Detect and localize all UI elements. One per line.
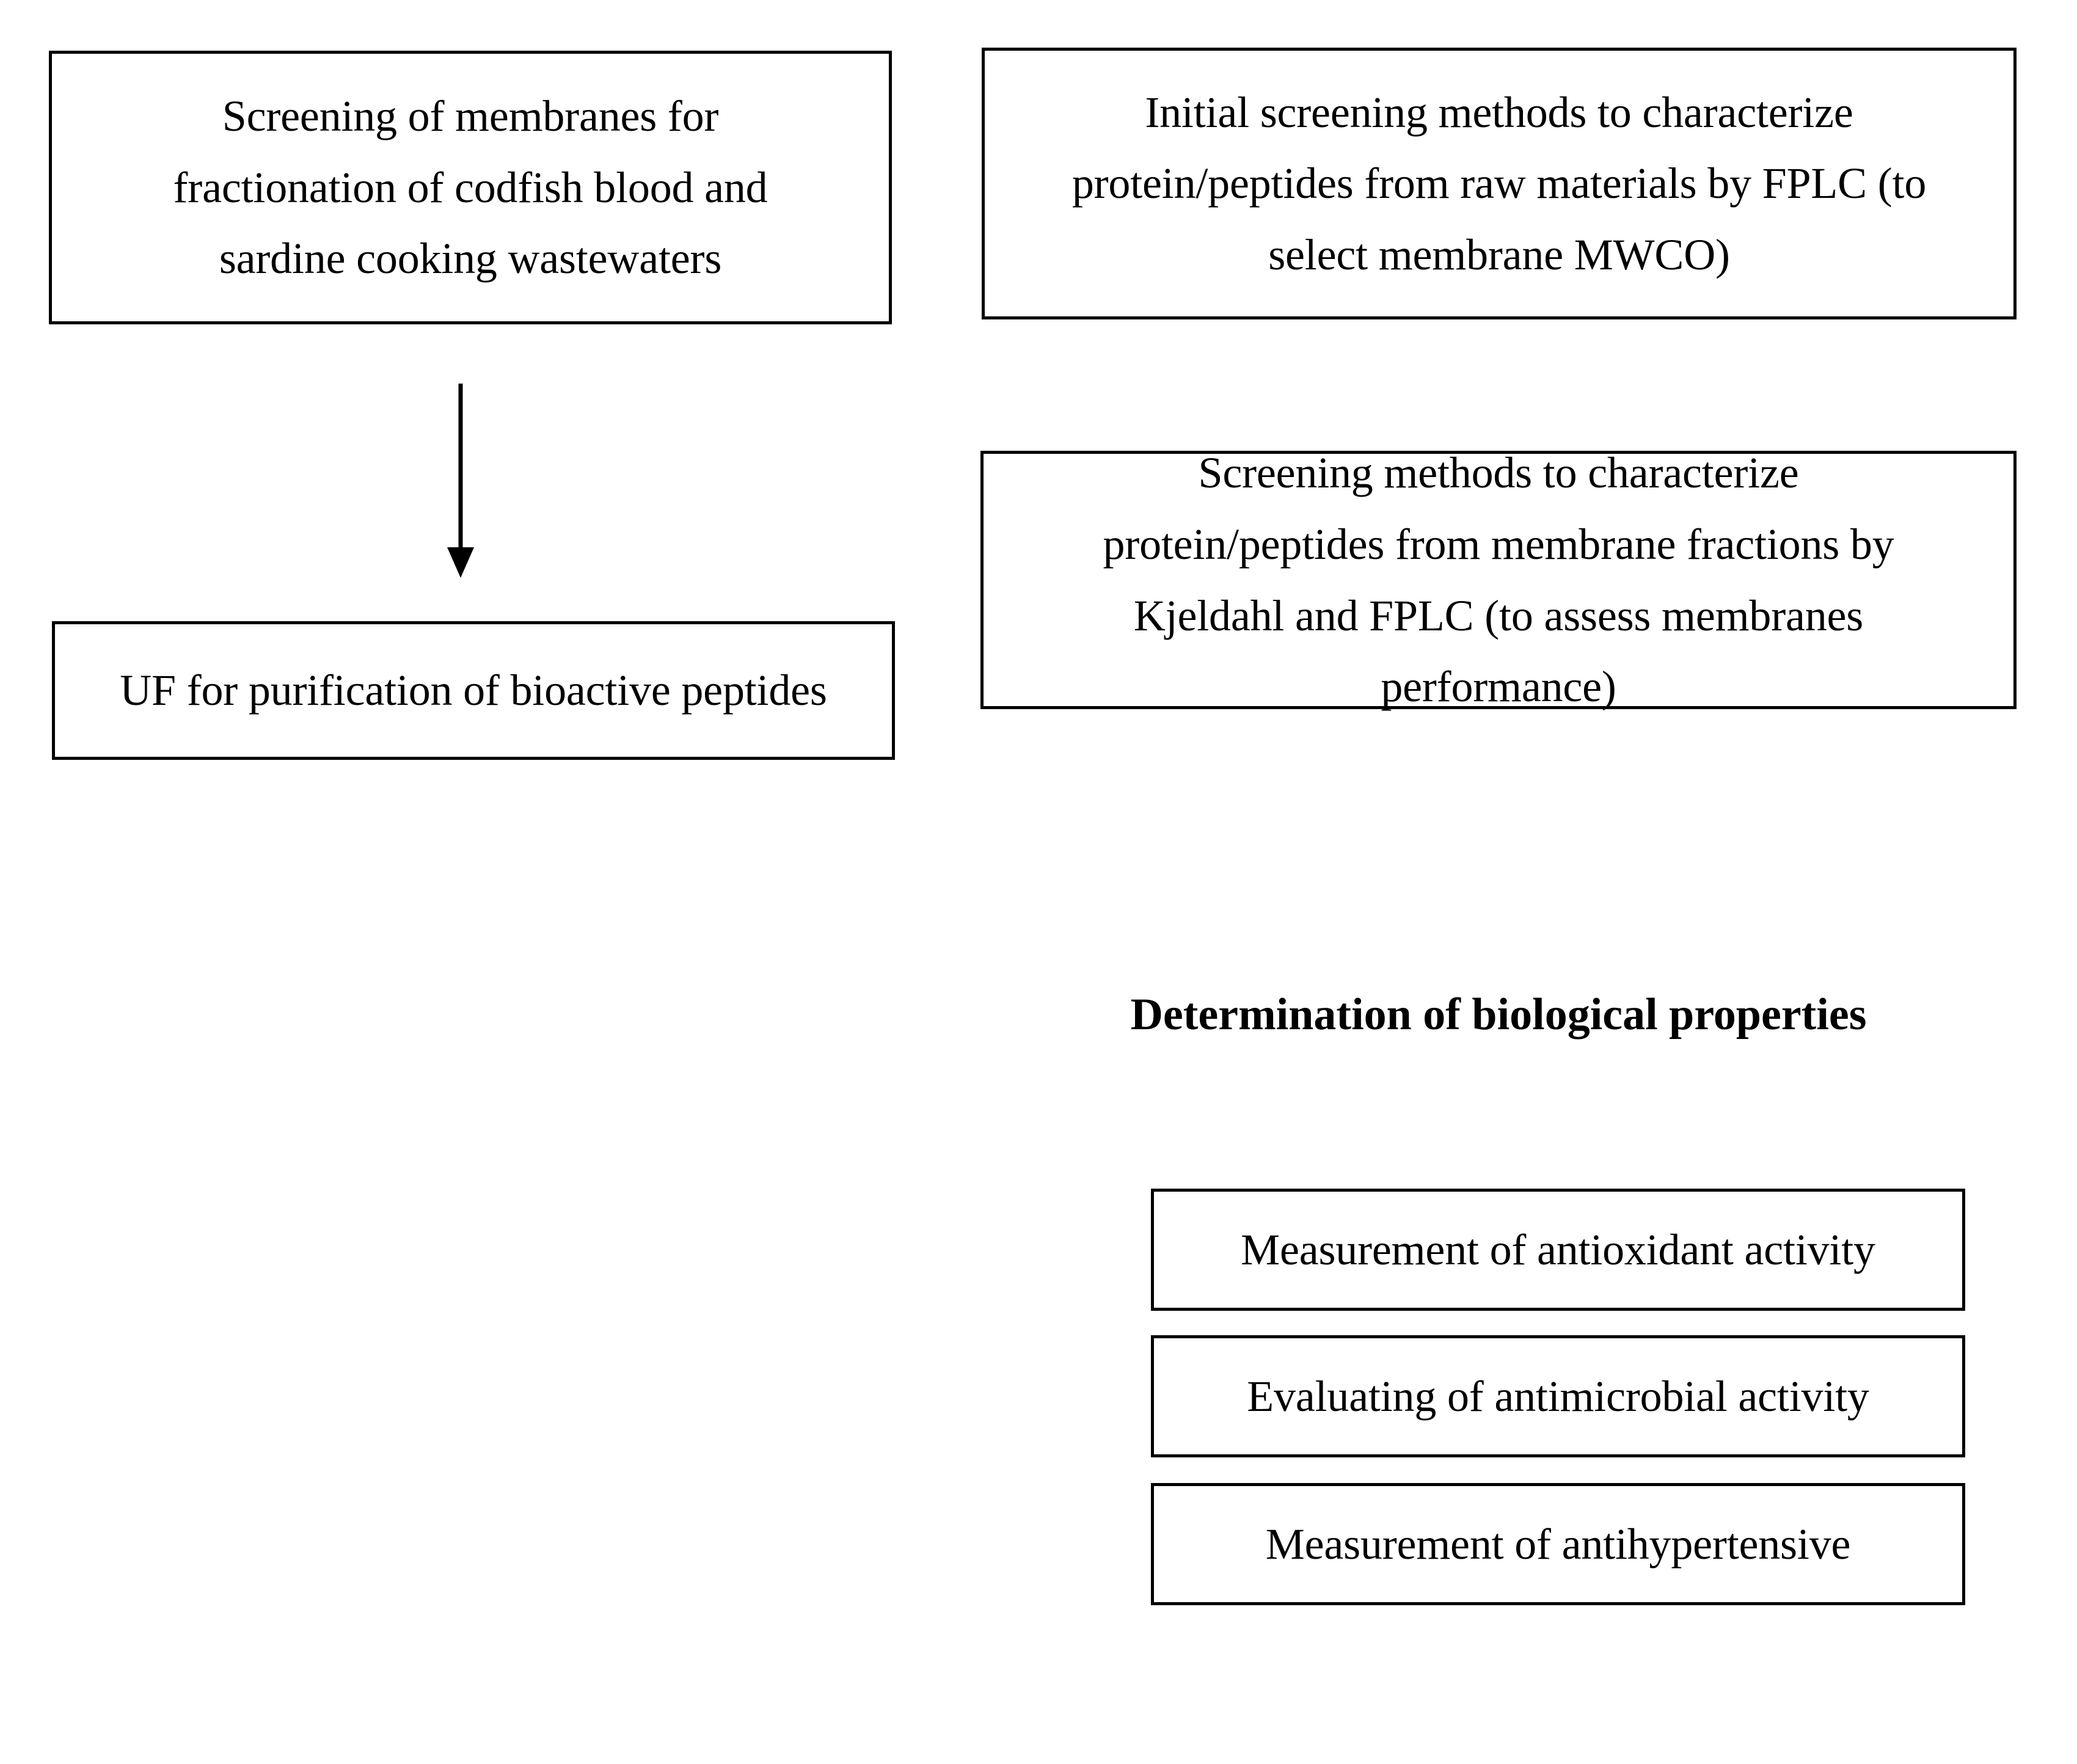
arrow-down-icon <box>447 384 475 579</box>
node-text-line: protein/peptides from raw materials by F… <box>1071 159 1927 208</box>
node-initial-screening-methods[interactable]: Initial screening methods to characteriz… <box>982 48 2017 319</box>
node-measurement-antioxidant-activity[interactable]: Measurement of antioxidant activity <box>1151 1189 1965 1311</box>
node-screening-membranes[interactable]: Screening of membranes for fractionation… <box>49 51 892 324</box>
node-uf-purification[interactable]: UF for purification of bioactive peptide… <box>52 621 895 760</box>
node-text-line: Measurement of antioxidant activity <box>1241 1225 1875 1274</box>
node-text-line: sardine cooking wastewaters <box>219 234 722 283</box>
node-text-line: UF for purification of bioactive peptide… <box>120 666 827 715</box>
node-text-line: Initial screening methods to characteriz… <box>1145 87 1853 137</box>
node-text-line: Screening methods to characterize <box>1198 448 1799 498</box>
node-text-line: Screening of membranes for <box>222 92 719 141</box>
node-text-line: Evaluating of antimicrobial activity <box>1247 1371 1869 1421</box>
node-evaluating-antimicrobial-activity[interactable]: Evaluating of antimicrobial activity <box>1151 1335 1965 1457</box>
node-measurement-antihypertensive[interactable]: Measurement of antihypertensive <box>1151 1483 1965 1605</box>
node-text-line: protein/peptides from membrane fractions… <box>1103 519 1894 569</box>
node-screening-methods-fractions[interactable]: Screening methods to characterize protei… <box>980 448 2017 711</box>
section-heading-biological-properties: Determination of biological properties <box>1130 990 1867 1040</box>
node-text-line: performance) <box>1381 662 1616 712</box>
node-text-line: select membrane MWCO) <box>1268 230 1730 279</box>
node-text-line: Kjeldahl and FPLC (to assess membranes <box>1133 591 1864 640</box>
node-text-line: fractionation of codfish blood and <box>173 162 768 212</box>
node-text-line: Measurement of antihypertensive <box>1265 1519 1851 1569</box>
